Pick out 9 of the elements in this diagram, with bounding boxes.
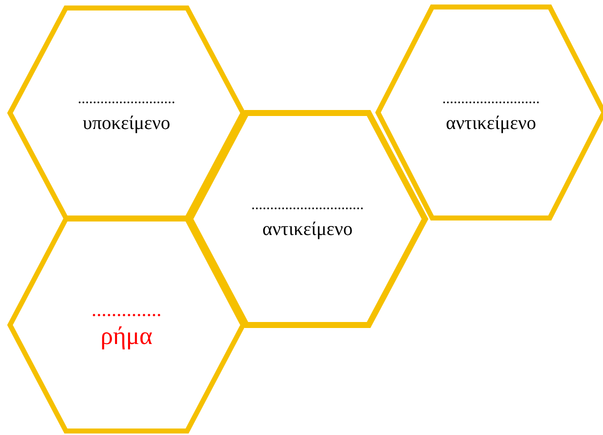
fill-in-line: .............. (92, 301, 162, 319)
node-label: αντικείμενο (446, 112, 536, 136)
hexagon-shape (10, 219, 243, 431)
node-label: υποκείμενο (82, 112, 170, 136)
fill-in-line: .......................... (78, 90, 176, 108)
fill-in-line: .......................... (442, 90, 540, 108)
hexagon-shape (378, 7, 603, 218)
node-label: ρήμα (100, 325, 153, 349)
hexagon-shape (10, 8, 243, 218)
